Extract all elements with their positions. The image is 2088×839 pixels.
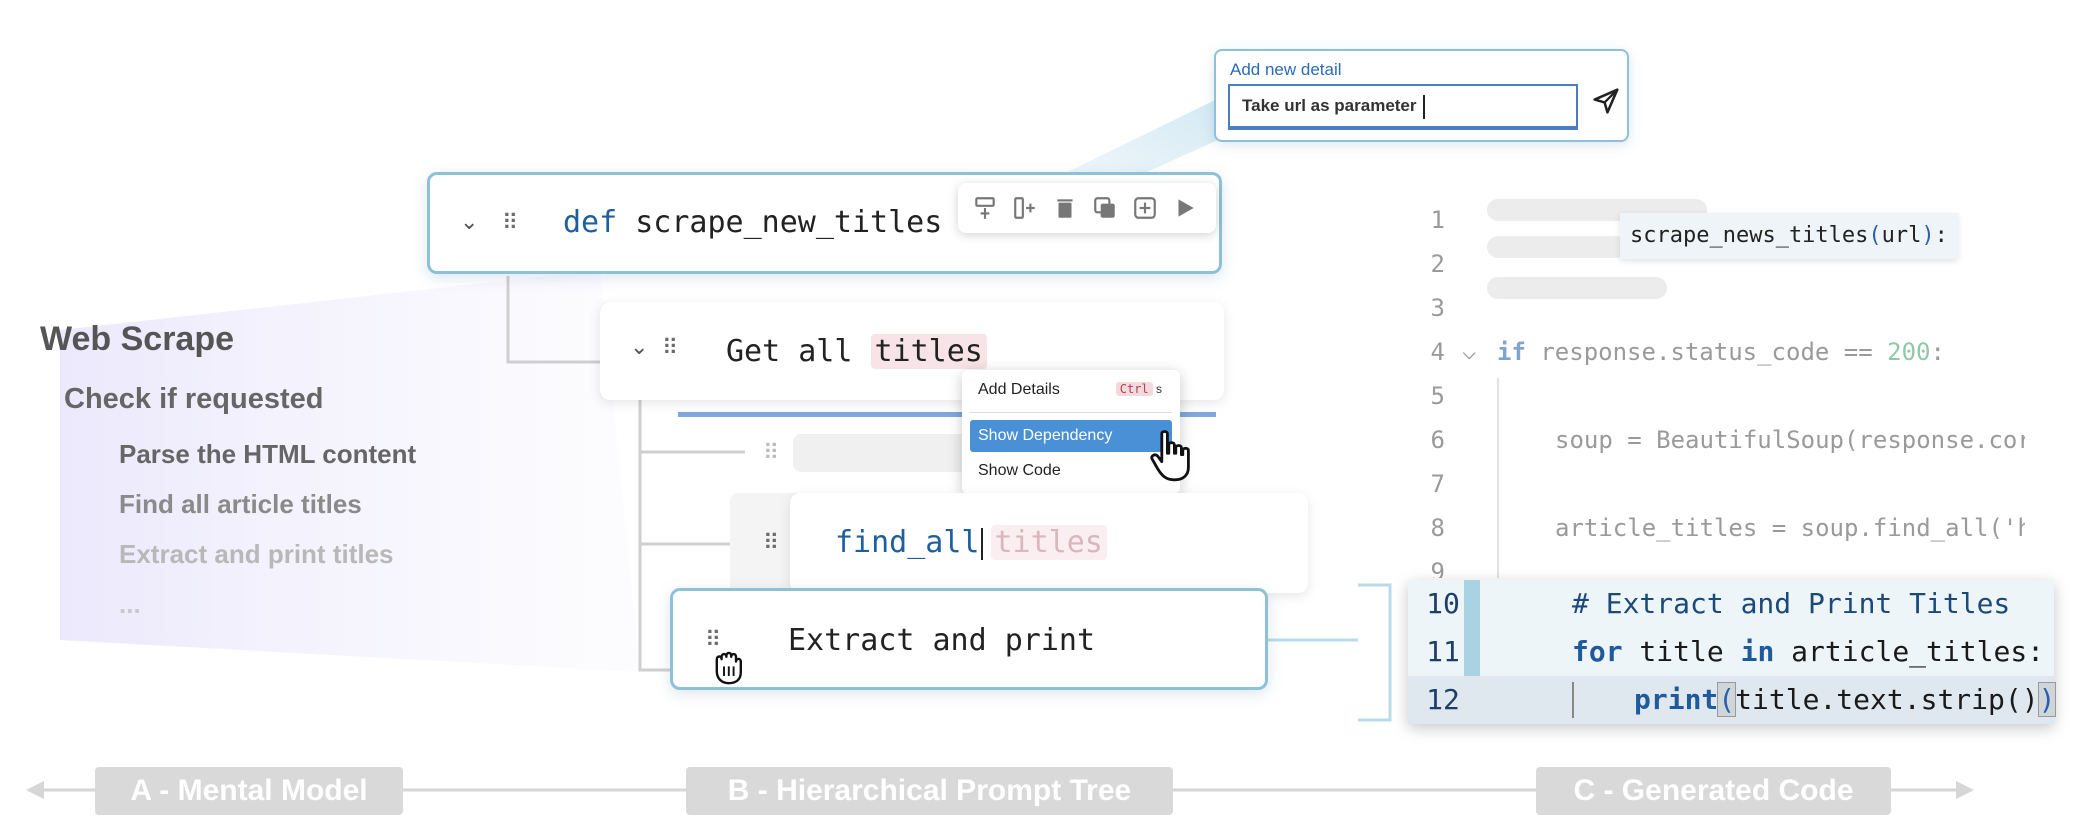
- add-box-icon[interactable]: [1128, 191, 1162, 225]
- send-icon[interactable]: [1589, 84, 1623, 118]
- insert-child-icon[interactable]: [1008, 191, 1042, 225]
- detail-input[interactable]: Take url as parameter: [1228, 84, 1578, 130]
- code-line-11: 11 for title in article_titles:: [1426, 635, 2045, 668]
- line-number: 9: [1430, 558, 1445, 578]
- grab-hand-cursor-icon: [706, 640, 754, 693]
- mm-item-find-titles: Find all article titles: [119, 489, 362, 519]
- axis-arrow-right: [1956, 781, 1974, 799]
- line-number: 2: [1430, 250, 1445, 278]
- axis-arrow-left: [26, 781, 44, 799]
- line-number: 7: [1430, 470, 1445, 498]
- add-detail-popup: Add new detail Take url as parameter: [1214, 49, 1629, 142]
- drag-handle-icon[interactable]: ⠿: [763, 530, 779, 555]
- titles-highlight[interactable]: titles: [870, 334, 987, 369]
- mm-item-ellipsis: ...: [119, 589, 141, 619]
- code-line-12: 12 print(title.text.strip()): [1408, 676, 2057, 724]
- tree-line-root: [506, 276, 602, 364]
- code-line-8: article_titles = soup.find_all('h: [1555, 514, 2025, 542]
- drag-handle-icon[interactable]: ⠿: [763, 440, 779, 465]
- indent-guide: [1572, 682, 1574, 718]
- child-node-extract-print[interactable]: ⠿ Extract and print: [670, 588, 1268, 690]
- code-connector: [1268, 583, 1392, 722]
- line-number: 4: [1430, 338, 1445, 366]
- hand-pointer-cursor-icon: [1145, 428, 1201, 489]
- drag-handle-icon[interactable]: ⠿: [502, 210, 518, 235]
- code-skeleton: [1487, 236, 1627, 258]
- section-label-prompt-tree: B - Hierarchical Prompt Tree: [686, 767, 1173, 815]
- insert-above-icon[interactable]: [968, 191, 1002, 225]
- child1-text: Get all titles: [726, 334, 987, 369]
- code-line-4: if response.status_code == 200:: [1497, 338, 1945, 366]
- child1-prefix: Get all: [726, 334, 871, 369]
- ghost-suggestion: titles: [990, 525, 1107, 560]
- code-line-10: 10 # Extract and Print Titles: [1426, 587, 2011, 620]
- shortcut-hint: Ctrl s: [1115, 380, 1162, 398]
- function-signature-box: scrape_news_titles(url):: [1620, 213, 1958, 259]
- line-number: 5: [1430, 382, 1445, 410]
- copy-icon[interactable]: [1088, 191, 1122, 225]
- text-caret: [1422, 94, 1425, 119]
- skeleton-node: [793, 434, 993, 472]
- mm-item-check-requested: Check if requested: [64, 383, 324, 415]
- mm-item-web-scrape: Web Scrape: [40, 320, 235, 358]
- line-number: 3: [1430, 294, 1445, 322]
- root-function-name: scrape_new_titles: [635, 205, 943, 240]
- section-label-generated-code: C - Generated Code: [1536, 767, 1891, 815]
- drag-handle-icon[interactable]: ⠿: [705, 627, 721, 652]
- drag-handle-icon[interactable]: ⠿: [662, 335, 678, 360]
- detail-input-value: Take url as parameter: [1242, 96, 1417, 115]
- child4-text: Extract and print: [788, 623, 1096, 658]
- mm-item-extract-print: Extract and print titles: [119, 539, 394, 569]
- code-skeleton: [1487, 277, 1667, 299]
- trash-icon[interactable]: [1048, 191, 1082, 225]
- collapse-chevron-icon[interactable]: ⌄: [630, 334, 649, 359]
- indent-guide: [1497, 378, 1499, 578]
- line-number: 1: [1430, 206, 1445, 234]
- menu-item-show-dependency[interactable]: Show Dependency: [970, 420, 1172, 452]
- section-label-mental-model: A - Mental Model: [95, 767, 403, 815]
- menu-divider: [970, 412, 1172, 413]
- mm-item-parse-html: Parse the HTML content: [119, 439, 417, 469]
- add-detail-label: Add new detail: [1230, 60, 1342, 79]
- active-code-block: 10 # Extract and Print Titles 11 for tit…: [1408, 580, 2057, 724]
- node-toolbar: [958, 183, 1216, 233]
- code-line-6: soup = BeautifulSoup(response.cor: [1555, 426, 2025, 454]
- play-icon[interactable]: [1168, 191, 1202, 225]
- def-keyword: def: [563, 205, 618, 240]
- root-signature: def scrape_new_titles: [563, 205, 942, 240]
- fold-chevron-icon[interactable]: ⌵: [1462, 337, 1477, 365]
- menu-item-show-code[interactable]: Show Code: [978, 462, 1061, 479]
- line-number: 6: [1430, 426, 1445, 454]
- line-number: 8: [1430, 514, 1445, 542]
- collapse-chevron-icon[interactable]: ⌄: [460, 209, 479, 234]
